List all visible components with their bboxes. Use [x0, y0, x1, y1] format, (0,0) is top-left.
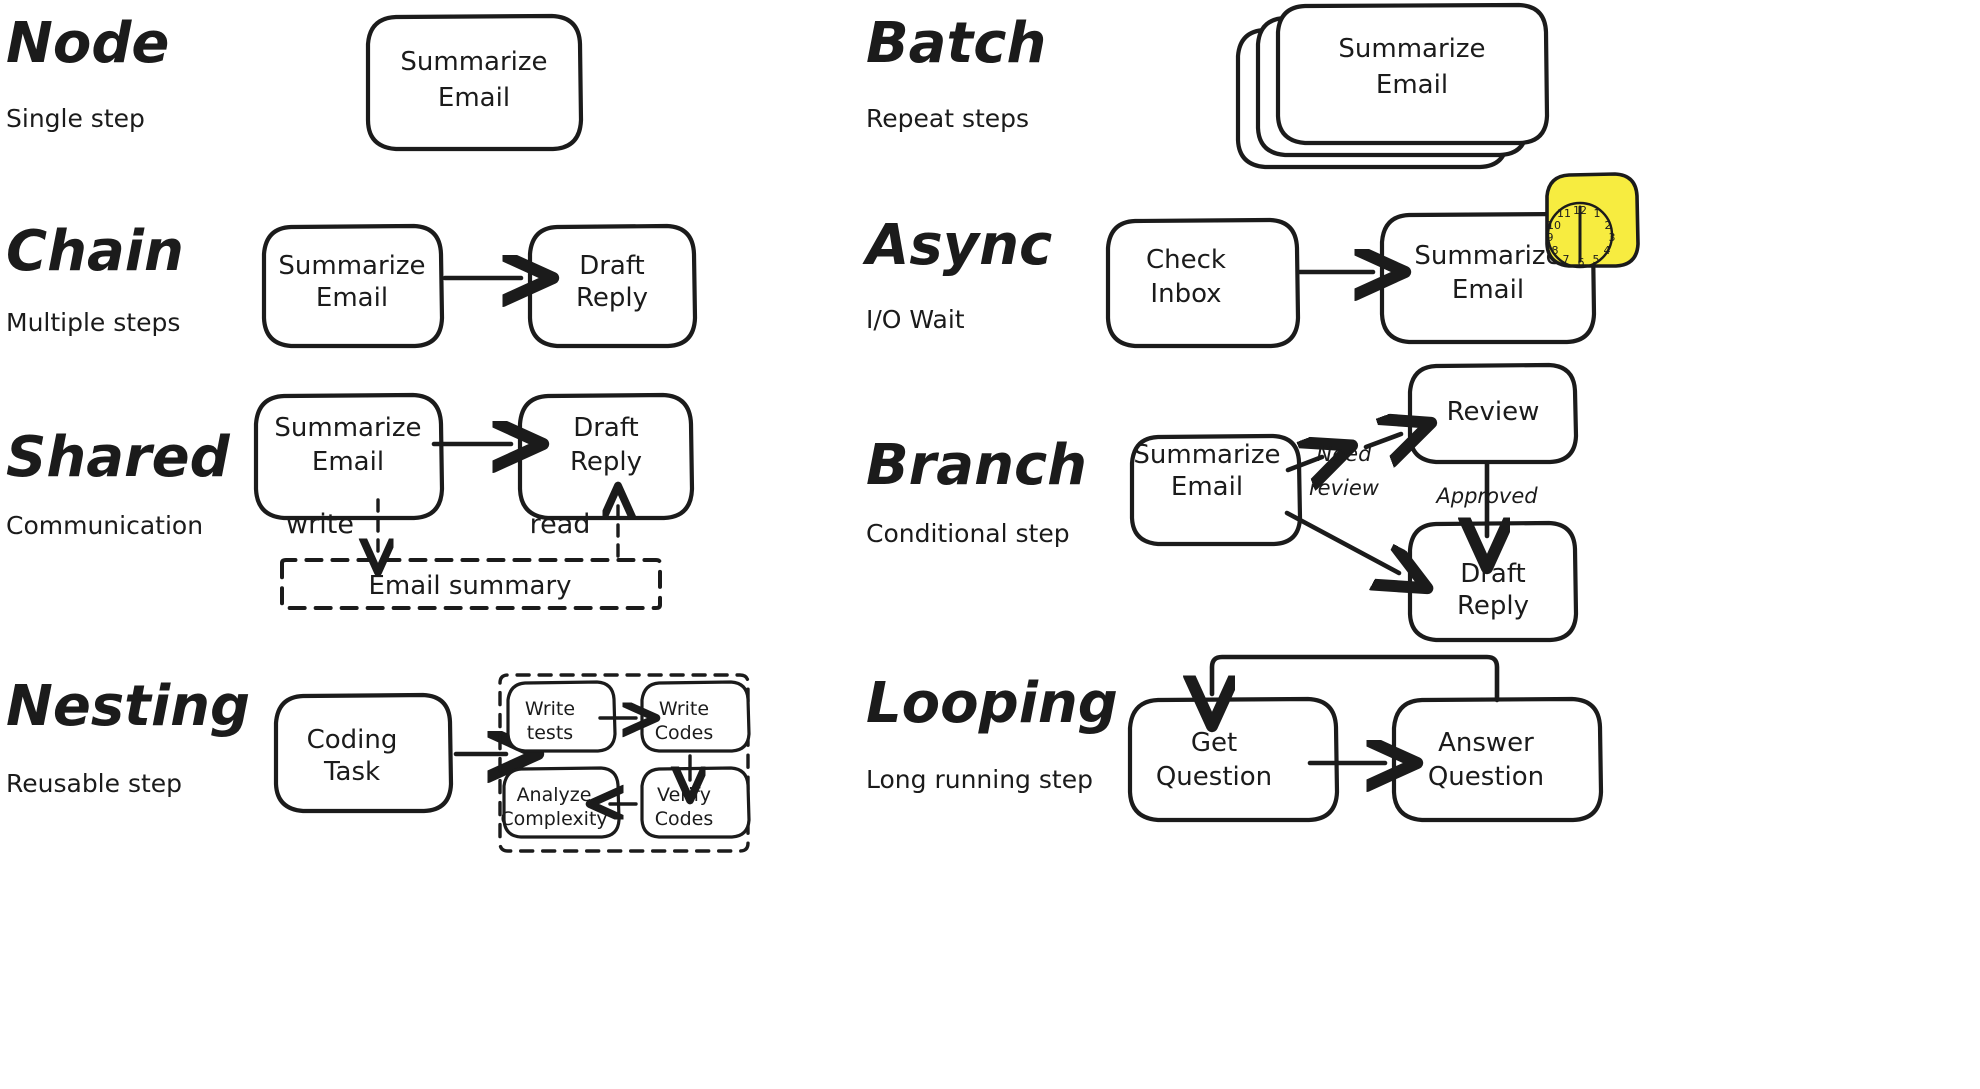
branch-source-line2: Email	[1171, 472, 1243, 502]
batch-box-line2: Email	[1376, 70, 1448, 100]
nesting-sub3-line1: Analyze	[517, 784, 592, 806]
async-box-target[interactable]	[1379, 211, 1597, 345]
clock-num-4: 4	[1604, 244, 1611, 257]
branch-label-review: review	[1309, 476, 1380, 500]
batch-box-line1: Summarize	[1338, 34, 1485, 64]
nesting-sub3-line2: Complexity	[500, 808, 607, 830]
branch-source-line1: Summarize	[1133, 440, 1280, 470]
clock-icon: 12 1 2 3 4 5 6 7 8 9 10 11	[1545, 172, 1640, 269]
async-box-source[interactable]	[1105, 217, 1301, 349]
clock-num-2: 2	[1605, 219, 1612, 232]
clock-num-12: 12	[1573, 204, 1587, 217]
branch-arrow-need-review	[1285, 457, 1322, 470]
section-nesting: Nesting Reusable step Coding Task Write …	[6, 673, 751, 853]
section-title-async: Async	[862, 213, 1052, 278]
async-source-line2: Inbox	[1150, 279, 1221, 309]
section-shared: Shared Communication Summarize Email Dra…	[6, 392, 695, 610]
async-source-line1: Check	[1146, 245, 1226, 275]
section-subtitle-node: Single step	[6, 104, 145, 133]
nesting-task-line2: Task	[323, 757, 380, 787]
section-subtitle-chain: Multiple steps	[6, 308, 180, 337]
section-subtitle-shared: Communication	[6, 511, 203, 540]
branch-draft-line1: Draft	[1460, 559, 1526, 589]
chain-target-line2: Reply	[576, 283, 648, 313]
nesting-sub0-line1: Write	[525, 698, 575, 720]
branch-label-need: Need	[1317, 442, 1373, 466]
async-target-line1: Summarize	[1414, 241, 1561, 271]
chain-source-line1: Summarize	[278, 251, 425, 281]
section-batch: Batch Repeat steps Summarize Email	[866, 2, 1550, 170]
nesting-sub2-line2: Codes	[655, 808, 714, 830]
section-title-nesting: Nesting	[6, 674, 250, 739]
nesting-sub0-line2: tests	[527, 722, 573, 744]
clock-num-5: 5	[1593, 253, 1600, 266]
section-subtitle-looping: Long running step	[866, 765, 1093, 794]
branch-arrow-to-draft	[1284, 510, 1399, 573]
clock-num-1: 1	[1594, 207, 1601, 220]
looping-answer-line1: Answer	[1438, 728, 1534, 758]
branch-label-approved: Approved	[1434, 484, 1538, 508]
shared-box-target[interactable]	[517, 392, 695, 521]
branch-draft-line2: Reply	[1457, 591, 1529, 621]
section-title-batch: Batch	[866, 11, 1046, 76]
section-subtitle-branch: Conditional step	[866, 519, 1070, 548]
section-branch: Branch Conditional step Summarize Email …	[866, 362, 1579, 643]
section-looping: Looping Long running step Get Question A…	[866, 654, 1604, 823]
looping-answer-line2: Question	[1428, 762, 1544, 792]
section-async: Async I/O Wait Check Inbox Summarize Ema…	[862, 172, 1640, 349]
section-subtitle-batch: Repeat steps	[866, 104, 1029, 133]
nesting-task-line1: Coding	[307, 725, 398, 755]
shared-source-line1: Summarize	[274, 413, 421, 443]
looping-get-line1: Get	[1191, 728, 1237, 758]
shared-target-line1: Draft	[573, 413, 639, 443]
clock-num-9: 9	[1547, 231, 1554, 244]
shared-source-line2: Email	[312, 447, 384, 477]
node-box-line2: Email	[438, 83, 510, 113]
branch-arrow-need-review-2	[1363, 434, 1401, 447]
section-title-shared: Shared	[6, 425, 231, 490]
shared-box-source[interactable]	[253, 392, 445, 521]
section-title-chain: Chain	[6, 219, 184, 284]
chain-box-target[interactable]	[527, 223, 698, 349]
looping-get-line2: Question	[1156, 762, 1272, 792]
node-box[interactable]	[365, 13, 584, 152]
chain-box-source[interactable]	[261, 223, 445, 349]
section-subtitle-async: I/O Wait	[866, 305, 965, 334]
shared-store-label: Email summary	[368, 571, 571, 601]
section-title-branch: Branch	[866, 433, 1087, 498]
section-title-looping: Looping	[866, 671, 1118, 736]
looping-arrow-feedback	[1212, 654, 1500, 700]
looping-box-get[interactable]	[1127, 696, 1340, 823]
shared-store-box[interactable]	[280, 558, 662, 610]
section-node: Node Single step Summarize Email	[6, 11, 584, 152]
shared-write-label: write	[286, 509, 354, 540]
node-box-line1: Summarize	[400, 47, 547, 77]
branch-review-label: Review	[1447, 397, 1540, 427]
clock-num-7: 7	[1563, 253, 1570, 266]
chain-target-line1: Draft	[579, 251, 645, 281]
shared-read-label: read	[530, 509, 591, 540]
section-chain: Chain Multiple steps Summarize Email Dra…	[6, 219, 698, 349]
section-title-node: Node	[6, 11, 169, 76]
nesting-box-write-tests[interactable]	[506, 680, 617, 753]
clock-num-3: 3	[1609, 231, 1616, 244]
looping-box-answer[interactable]	[1391, 696, 1604, 823]
nesting-sub1-line1: Write	[659, 698, 709, 720]
branch-box-draft[interactable]	[1407, 520, 1579, 643]
async-target-line2: Email	[1452, 275, 1524, 305]
nesting-subgraph-container[interactable]	[498, 673, 750, 853]
batch-box-front[interactable]	[1275, 2, 1550, 146]
nesting-sub2-line1: Verify	[657, 784, 711, 806]
clock-num-10: 10	[1547, 219, 1561, 232]
nesting-box-task[interactable]	[273, 692, 454, 814]
shared-target-line2: Reply	[570, 447, 642, 477]
clock-num-8: 8	[1552, 244, 1559, 257]
clock-num-6: 6	[1578, 256, 1585, 269]
nesting-box-write-codes[interactable]	[640, 680, 751, 753]
clock-num-11: 11	[1557, 207, 1571, 220]
section-subtitle-nesting: Reusable step	[6, 769, 182, 798]
chain-source-line2: Email	[316, 283, 388, 313]
nesting-sub1-line2: Codes	[655, 722, 714, 744]
